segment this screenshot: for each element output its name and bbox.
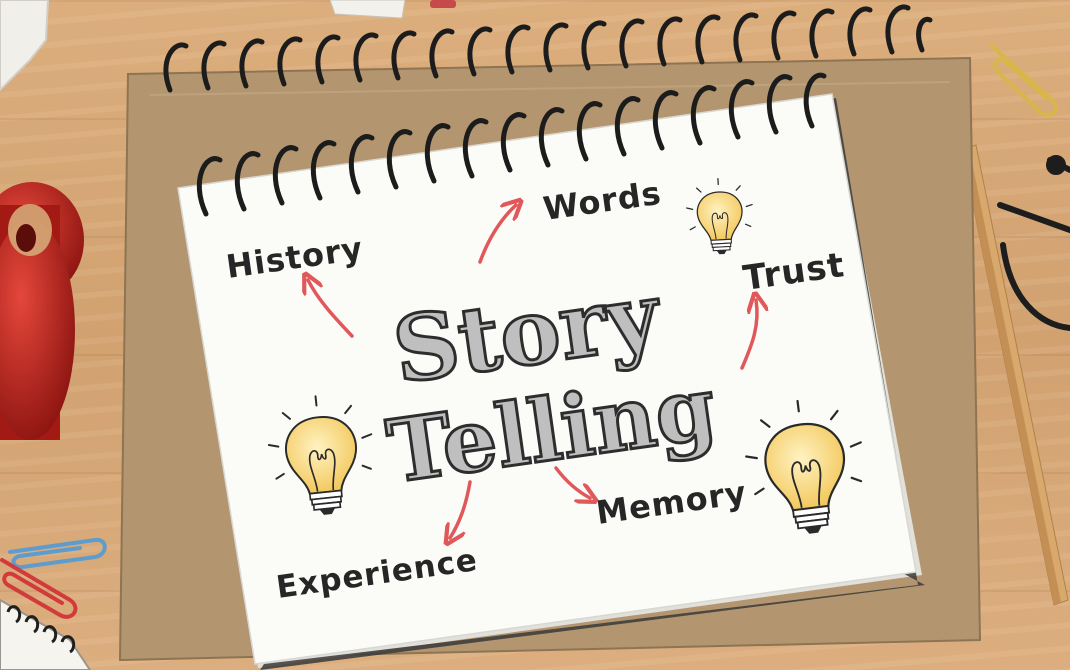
arrow-to-trust: [740, 300, 757, 370]
paper-clip-icon: [990, 44, 1058, 117]
notebook-corner-top: [329, 0, 456, 19]
arrow-to-experience: [450, 480, 472, 538]
arrow-to-words: [478, 205, 516, 264]
spiral-binding: [196, 72, 827, 217]
red-mug: [0, 182, 84, 440]
spiral-binding: [163, 4, 933, 93]
small-notebook: [0, 598, 92, 670]
paper-scrap: [0, 0, 50, 92]
arrow-to-history: [308, 280, 354, 338]
arrows: [308, 205, 757, 538]
paper-clip-icon: [0, 537, 107, 619]
arrow-to-memory: [554, 466, 590, 498]
eyeglasses-icon: [997, 155, 1070, 331]
